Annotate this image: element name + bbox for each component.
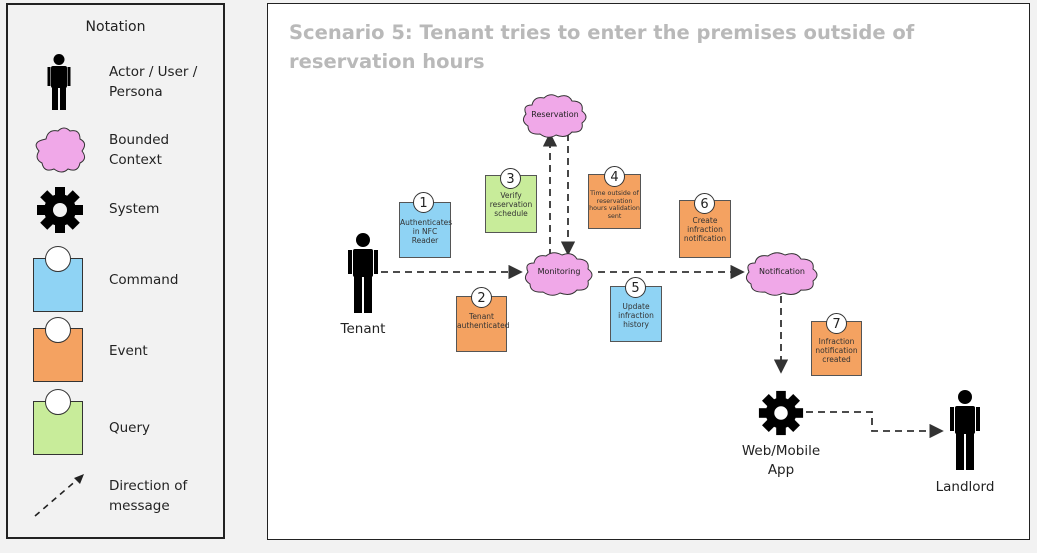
- legend-label-command: Command: [109, 272, 179, 288]
- note-5-badge: 5: [625, 277, 646, 298]
- message-arrows: [381, 132, 944, 439]
- note-1-badge: 1: [413, 192, 434, 213]
- reservation-context-cloud: [522, 94, 587, 138]
- arrow-app-to-landlord: [806, 411, 944, 439]
- web-mobile-app-gear-icon: [758, 390, 804, 436]
- note-7-badge: 7: [826, 313, 847, 334]
- notification-context-cloud: [745, 252, 818, 296]
- legend-label-bounded-context: Bounded Context: [109, 132, 170, 168]
- scenario-title: Scenario 5: Tenant tries to enter the pr…: [289, 21, 915, 73]
- bounded-context-cloud-icon: [35, 127, 86, 173]
- web-mobile-app-label: Web/Mobile App: [741, 443, 821, 478]
- legend-label-event: Event: [109, 343, 148, 359]
- note-7-text: Infraction notification created: [815, 337, 858, 364]
- gear-icon: [37, 187, 83, 233]
- actor-icon: [47, 54, 71, 110]
- note-5-text: Update infraction history: [618, 302, 654, 329]
- note-2-text: Tenant authenticated: [457, 312, 510, 330]
- scenario-diagram-panel: Scenario 5: Tenant tries to enter the pr…: [267, 3, 1030, 540]
- legend-label-direction: Direction of message: [109, 478, 188, 514]
- tenant-actor-icon: [348, 233, 378, 313]
- legend-label-actor: Actor / User / Persona: [109, 64, 198, 100]
- note-3-badge: 3: [500, 168, 521, 189]
- legend-label-system: System: [109, 201, 160, 217]
- legend-label-query: Query: [109, 420, 151, 436]
- landlord-actor-label: Landlord: [935, 479, 995, 495]
- note-3-text: Verify reservation schedule: [489, 191, 533, 218]
- note-4-badge: 4: [604, 166, 625, 187]
- notification-context-label: Notification: [759, 267, 805, 276]
- dashed-arrow-icon: [34, 474, 84, 517]
- note-2-badge: 2: [471, 287, 492, 308]
- note-4-text: Time outside of reservation hours valida…: [589, 190, 640, 220]
- legend-title: Notation: [85, 19, 146, 35]
- note-6-badge: 6: [694, 193, 715, 214]
- event-note-badge-icon: [45, 317, 71, 343]
- command-note-badge-icon: [45, 246, 71, 272]
- reservation-context-label: Reservation: [531, 110, 579, 119]
- note-6-text: Create infraction notification: [683, 216, 727, 243]
- note-1-text: Authenticates in NFC Reader: [400, 218, 453, 245]
- monitoring-context-cloud: [524, 252, 593, 296]
- landlord-actor-icon: [950, 390, 980, 470]
- tenant-actor-label: Tenant: [340, 321, 386, 337]
- query-note-badge-icon: [45, 389, 71, 415]
- notation-legend: Notation Actor / User / Persona Bounded …: [6, 3, 225, 539]
- note-6-event: Create infraction notification: [679, 200, 731, 258]
- monitoring-context-label: Monitoring: [537, 267, 581, 276]
- query-note-icon: [33, 401, 83, 455]
